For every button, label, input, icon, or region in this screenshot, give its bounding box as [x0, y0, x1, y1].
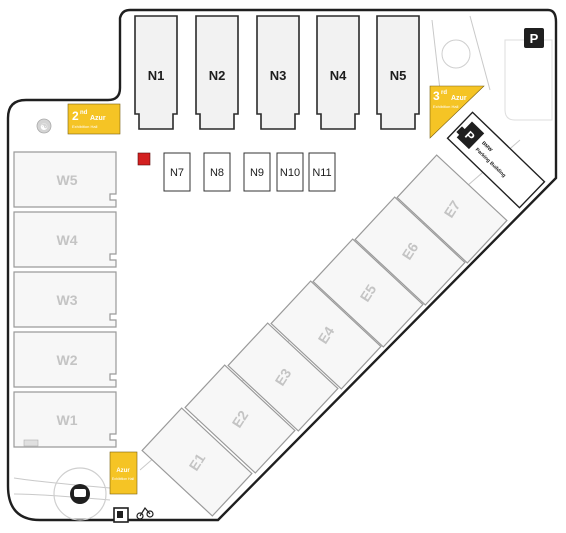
- info-circle-icon: [36, 118, 52, 134]
- side-lot: [504, 39, 553, 121]
- hall-N1[interactable]: N1: [134, 15, 178, 130]
- service-road: [13, 477, 111, 489]
- booth-N7[interactable]: N7: [163, 152, 191, 192]
- entrance-north-number: 2: [72, 109, 79, 123]
- booth-N10-label: N10: [280, 167, 300, 179]
- hall-W4-label: W4: [57, 232, 78, 248]
- booth-N9-label: N9: [250, 167, 264, 179]
- hall-E7-label: E7: [441, 197, 464, 220]
- entrance-east-number: 3: [433, 89, 440, 103]
- entrance-south[interactable]: Azur Exhibition Hall: [109, 451, 138, 495]
- info-circle-glyph: ☯: [40, 122, 48, 132]
- entrance-east-word: Azur: [451, 95, 467, 102]
- hall-E3-label: E3: [272, 365, 295, 388]
- hall-W4[interactable]: W4: [13, 211, 117, 268]
- entrance-south-word: Azur: [116, 468, 130, 474]
- entrance-north-word: Azur: [90, 115, 106, 122]
- hall-N2-label: N2: [209, 68, 226, 83]
- entrance-north-suffix: nd: [80, 110, 88, 116]
- hall-N4-label: N4: [330, 68, 347, 83]
- hall-E2[interactable]: E2: [184, 364, 296, 474]
- hall-W2-label: W2: [57, 352, 78, 368]
- hall-N5-label: N5: [390, 68, 407, 83]
- hall-E7[interactable]: E7: [396, 154, 508, 264]
- car-icon-body: [74, 489, 86, 497]
- plaza-circle: [441, 39, 471, 69]
- parking-building-icon: [456, 121, 485, 150]
- hall-E1-label: E1: [186, 450, 209, 473]
- booth-N8[interactable]: N8: [203, 152, 231, 192]
- hall-W2[interactable]: W2: [13, 331, 117, 388]
- venue-outline: [6, 8, 558, 522]
- hall-E5-label: E5: [357, 281, 380, 304]
- hall-N3-label: N3: [270, 68, 287, 83]
- hall-E6[interactable]: E6: [354, 196, 466, 306]
- hall-N2[interactable]: N2: [195, 15, 239, 130]
- info-point-marker[interactable]: [137, 152, 151, 166]
- booth-N7-label: N7: [170, 167, 184, 179]
- service-kiosk-door: [117, 511, 123, 518]
- hall-N3[interactable]: N3: [256, 15, 300, 130]
- entrance-east[interactable]: 3 rd Azur Exhibition Hall: [429, 85, 485, 139]
- hall-E4[interactable]: E4: [270, 280, 382, 390]
- bicycle-icon: [136, 506, 154, 520]
- entrance-north[interactable]: 2 nd Azur Exhibition Hall: [67, 103, 121, 135]
- service-road: [13, 493, 111, 501]
- hall-E1[interactable]: E1: [141, 407, 253, 517]
- hall-W1-label: W1: [57, 412, 78, 428]
- hall-W5[interactable]: W5: [13, 151, 117, 208]
- booth-N10[interactable]: N10: [276, 152, 304, 192]
- parking-sign-label: P: [530, 31, 539, 46]
- booth-N11[interactable]: N11: [308, 152, 336, 192]
- entrance-east-suffix: rd: [441, 90, 447, 96]
- roundabout: [53, 467, 107, 521]
- hall-W5-label: W5: [57, 172, 78, 188]
- hall-E3[interactable]: E3: [227, 322, 339, 432]
- hall-N5[interactable]: N5: [376, 15, 420, 130]
- plaza-path: [469, 15, 491, 91]
- ticket-booth: [23, 439, 39, 447]
- booth-N9[interactable]: N9: [243, 152, 271, 192]
- plaza-path: [431, 19, 441, 91]
- hall-W1[interactable]: W1: [13, 391, 117, 448]
- booth-N8-label: N8: [210, 167, 224, 179]
- entrance-north-sub: Exhibition Hall: [72, 124, 97, 129]
- parking-sign[interactable]: P: [524, 28, 544, 48]
- hall-W3-label: W3: [57, 292, 78, 308]
- hall-E4-label: E4: [315, 323, 338, 346]
- hall-W3[interactable]: W3: [13, 271, 117, 328]
- entrance-east-sub: Exhibition Hall: [433, 104, 458, 109]
- hall-N4[interactable]: N4: [316, 15, 360, 130]
- hall-E6-label: E6: [399, 239, 422, 262]
- booth-N11-label: N11: [312, 167, 331, 179]
- entrance-south-sub: Exhibition Hall: [112, 477, 134, 481]
- hall-N1-label: N1: [148, 68, 165, 83]
- hall-E2-label: E2: [229, 407, 252, 430]
- hall-E5[interactable]: E5: [312, 238, 424, 348]
